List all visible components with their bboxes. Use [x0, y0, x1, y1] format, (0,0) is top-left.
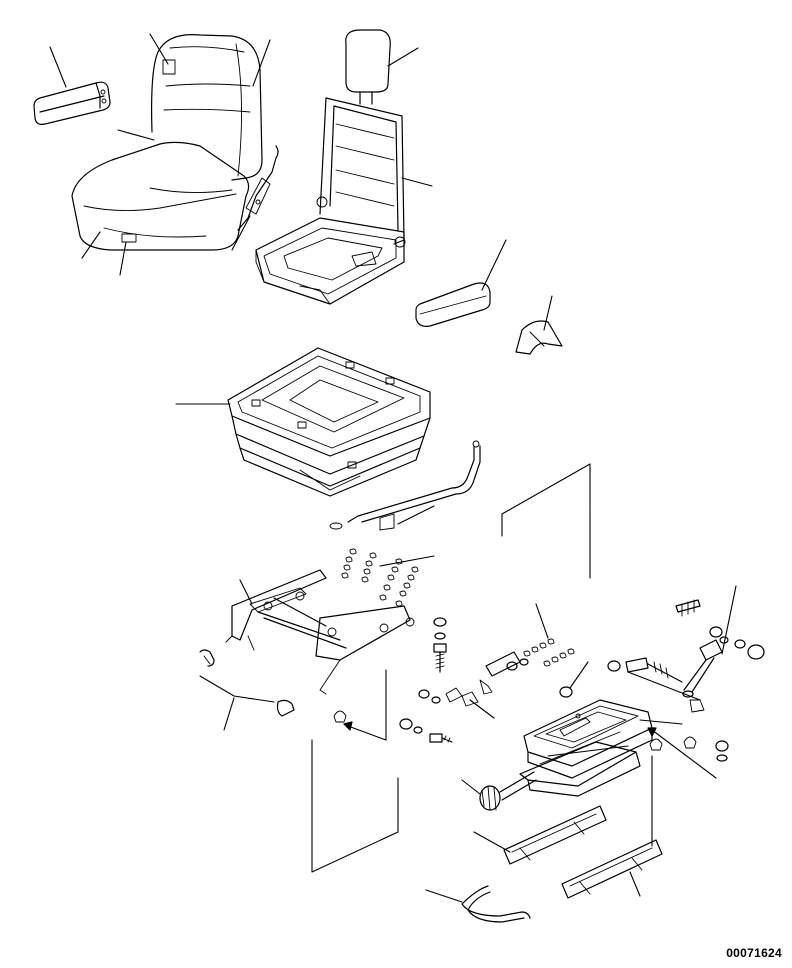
suspension-bellows	[227, 347, 431, 497]
leader-seat-frame	[401, 177, 433, 187]
leader-cushion-tag	[119, 241, 127, 276]
leader-rail-left	[473, 831, 511, 853]
leader-hose	[425, 889, 463, 903]
leader-seat-cover	[117, 129, 155, 141]
leader-cover	[543, 295, 553, 331]
lumbar-cable	[237, 145, 279, 231]
clip-small-2	[649, 738, 663, 751]
leader-lumbar	[231, 215, 251, 251]
hose	[461, 885, 531, 923]
leader-shock-rod	[627, 671, 701, 701]
leader-fasteners	[469, 699, 495, 719]
leader-slide-frame	[239, 579, 253, 605]
slide-rail-left	[503, 805, 607, 865]
shock-absorber	[607, 599, 765, 713]
drawing-number: 00071624	[726, 946, 782, 960]
reference-arrow-right	[651, 729, 717, 779]
scissor-suspension	[519, 686, 653, 797]
leader-knob	[461, 779, 481, 795]
leader-cushion	[81, 231, 101, 259]
slide-frame	[225, 569, 415, 695]
springs	[341, 548, 419, 607]
leader-release-lever	[397, 505, 435, 525]
reference-bracket-lower	[311, 739, 399, 873]
headrest	[345, 29, 391, 105]
springs-right	[479, 638, 575, 695]
leader-backrest-knob	[149, 33, 169, 65]
leader-scissor	[639, 719, 683, 725]
slide-rail-right	[561, 839, 663, 899]
cover-clip	[515, 320, 563, 355]
leader-right-armrest	[481, 239, 507, 291]
leader-hose-clips	[199, 675, 275, 703]
leader-rail-right	[629, 871, 641, 897]
hose-clips	[199, 649, 295, 717]
arrow-head-2	[647, 727, 657, 737]
leader-springs	[379, 555, 435, 567]
arrow-head-1	[343, 721, 353, 731]
release-lever	[329, 440, 481, 531]
arrow-to-clip	[347, 725, 387, 741]
clip-and-nut-right	[683, 736, 729, 762]
leader-left-armrest	[49, 46, 67, 88]
leader-hose-clips-stem	[223, 697, 235, 731]
seat-frame	[255, 97, 406, 305]
left-armrest	[33, 81, 111, 125]
right-armrest	[415, 282, 491, 327]
seat-cushion-assembly	[71, 34, 263, 251]
fasteners-center	[399, 617, 479, 743]
clip-small-1	[333, 710, 347, 723]
leader-headrest	[387, 47, 419, 67]
reference-bracket-upper	[501, 463, 591, 579]
height-knob	[479, 771, 537, 811]
leader-springs-right	[535, 603, 549, 639]
leader-scissor-nut	[569, 661, 589, 689]
leader-shock	[721, 585, 737, 655]
leader-backrest	[252, 39, 271, 87]
